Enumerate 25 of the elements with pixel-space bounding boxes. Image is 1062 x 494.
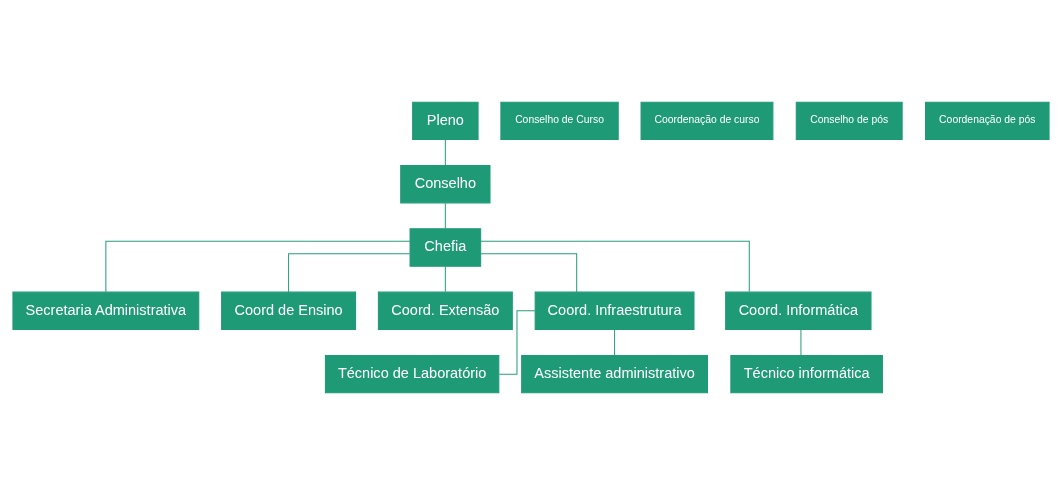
- node-box: Coord. Informática: [725, 291, 872, 330]
- node-box: Assistente administrativo: [521, 354, 708, 393]
- connector: [105, 240, 411, 292]
- node-box: Coord de Ensino: [221, 291, 357, 330]
- node-box: Conselho: [400, 164, 491, 203]
- connector: [480, 240, 750, 292]
- node-box: Conselho de Curso: [500, 101, 619, 140]
- node-box: Coord. Extensão: [377, 291, 513, 330]
- node-box: Conselho de pós: [795, 101, 903, 140]
- node-box: Coordenação de curso: [640, 101, 774, 140]
- node-box: Pleno: [412, 101, 479, 140]
- node-box: Secretaria Administrativa: [12, 291, 200, 330]
- connector: [444, 265, 446, 292]
- connector: [614, 328, 616, 356]
- connector: [498, 309, 536, 375]
- node-box: Técnico de Laboratório: [324, 354, 500, 393]
- node-box: Coordenação de pós: [925, 101, 1050, 140]
- node-box: Coord. Infraestrutura: [534, 291, 695, 330]
- connector: [800, 328, 802, 356]
- connector: [480, 252, 578, 293]
- node-box: Chefia: [409, 227, 482, 267]
- connector: [288, 252, 411, 293]
- connector: [444, 138, 446, 166]
- connector: [444, 202, 446, 229]
- node-box: Técnico informática: [730, 354, 883, 393]
